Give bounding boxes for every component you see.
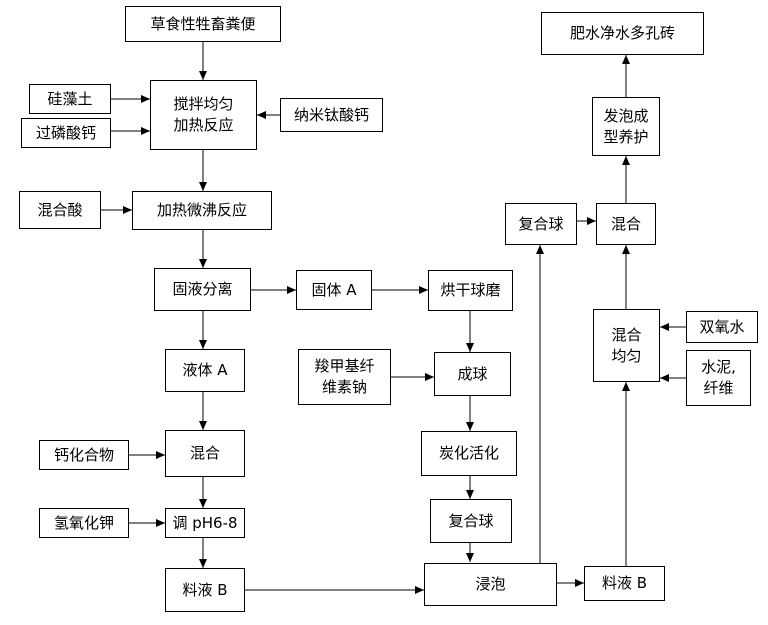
node-dry-ball-mill: 烘干球磨 (428, 270, 513, 311)
node-calcium-compound: 钙化合物 (39, 440, 129, 470)
node-koh: 氢氧化钾 (39, 508, 129, 538)
node-carbonize-activate: 炭化活化 (421, 431, 517, 476)
node-solid-liquid-separation: 固液分离 (154, 268, 251, 311)
node-mixed-acid: 混合酸 (19, 191, 101, 229)
node-diatomite: 硅藻土 (29, 84, 111, 114)
node-brick: 肥水净水多孔砖 (541, 12, 704, 55)
node-adjust-ph: 调 pH6-8 (165, 508, 245, 538)
node-liquid-a: 液体 A (165, 349, 245, 392)
node-superphosphate: 过磷酸钙 (21, 118, 111, 148)
node-feed-liquid-b-left: 料液 B (165, 568, 245, 612)
node-manure: 草食性牲畜粪便 (125, 6, 281, 42)
node-pelletize: 成球 (434, 352, 511, 396)
node-mix-lower: 混合 (165, 430, 245, 477)
node-mix-evenly: 混合 均匀 (593, 309, 660, 382)
node-feed-liquid-b-right: 料液 B (584, 566, 665, 601)
node-foam-forming: 发泡成 型养护 (592, 97, 660, 156)
node-soak: 浸泡 (424, 563, 557, 606)
node-mix-upper: 混合 (596, 203, 656, 245)
node-cmc-sodium: 羧甲基纤 维素钠 (298, 349, 391, 405)
node-solid-a: 固体 A (296, 270, 372, 310)
node-hydrogen-peroxide: 双氧水 (686, 311, 758, 343)
node-composite-ball-lower: 复合球 (430, 499, 512, 543)
node-nano-calcium-titanate: 纳米钛酸钙 (280, 98, 383, 132)
node-stir-heat: 搅拌均匀 加热反应 (150, 80, 257, 150)
node-cement-fiber: 水泥, 纤维 (686, 350, 751, 406)
node-heat-boil: 加热微沸反应 (132, 191, 272, 230)
node-composite-ball-upper: 复合球 (505, 203, 577, 245)
